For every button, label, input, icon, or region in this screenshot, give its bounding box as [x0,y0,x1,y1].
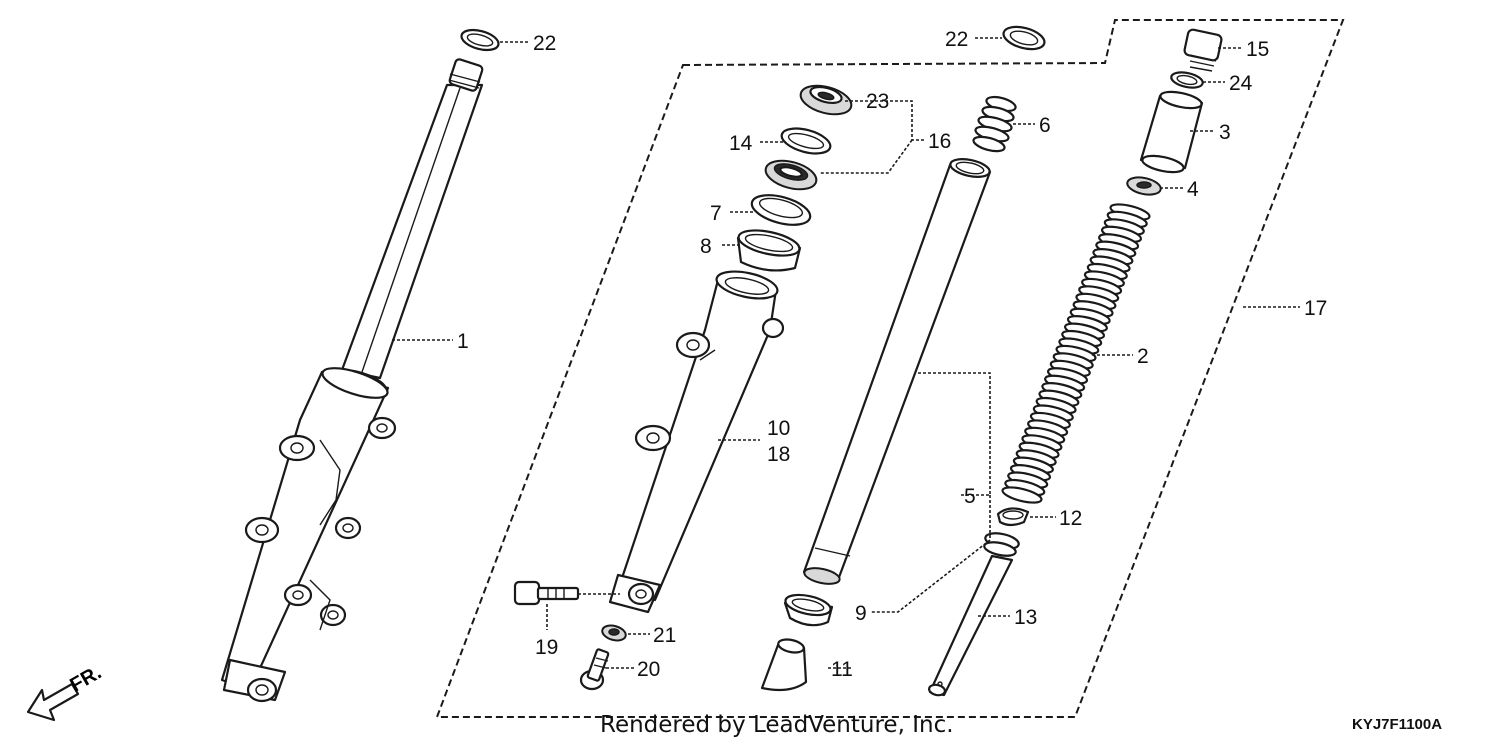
callout-20: 20 [637,658,660,681]
part-1-fork-assembly [220,58,484,703]
part-21-sealing-washer [601,624,627,642]
callout-3: 3 [1219,121,1231,144]
part-11-oil-lock-piece [760,638,808,692]
part-22-o-ring-left [460,28,500,52]
callout-5: 5 [964,485,976,508]
part-6-rebound-spring [972,95,1017,153]
callout-2: 2 [1137,345,1149,368]
front-direction-arrow-icon [26,682,80,722]
callout-15: 15 [1246,38,1269,61]
part-12-piston-ring [996,507,1030,527]
callout-12: 12 [1059,507,1082,530]
part-2-fork-spring [1001,203,1151,504]
callout-22-left: 22 [533,32,556,55]
part-24-o-ring [1170,71,1204,89]
part-8-slider-bushing [736,229,802,272]
part-15-fork-bolt-cap [1183,28,1223,72]
callout-17: 17 [1304,297,1327,320]
callout-8: 8 [700,235,712,258]
callout-13: 13 [1014,606,1037,629]
callout-6: 6 [1039,114,1051,137]
part-13-damper-rod [928,532,1020,697]
part-4-spring-seat [1126,176,1162,196]
part-9-piston-ring [783,593,834,627]
callout-21: 21 [653,624,676,647]
sub-assembly-frame [435,19,1345,718]
part-19-socket-bolt [513,580,580,606]
callout-7: 7 [710,202,722,225]
part-16-oil-seal [764,159,818,191]
callout-23: 23 [866,90,889,113]
callout-19: 19 [535,636,558,659]
callout-9: 9 [855,602,867,625]
callout-11: 11 [831,658,853,681]
diagram-code: KYJ7F1100A [1352,716,1443,733]
leader-lines [392,37,1300,669]
part-10-fork-slider [608,270,785,614]
callout-4: 4 [1187,178,1199,201]
callout-22-right: 22 [945,28,968,51]
part-14-stopper-ring [780,127,832,155]
spring-coil [1001,486,1043,504]
callout-24: 24 [1229,72,1253,95]
watermark-text: Rendered by LeadVenture, Inc. [600,712,954,738]
part-5-fork-pipe [802,158,992,585]
callout-labels: 22 22 15 24 3 4 6 23 16 14 7 8 1 2 17 10… [457,28,1327,681]
callout-16: 16 [928,130,951,153]
callout-18: 18 [767,443,790,466]
part-7-seal-washer [750,194,812,226]
callout-10: 10 [767,417,790,440]
callout-1: 1 [457,330,469,353]
part-20-drain-bolt [579,648,610,691]
part-3-spacer-collar [1139,90,1204,174]
part-23-dust-seal [799,84,853,116]
callout-14: 14 [729,132,753,155]
part-22-o-ring-right [1002,25,1046,51]
